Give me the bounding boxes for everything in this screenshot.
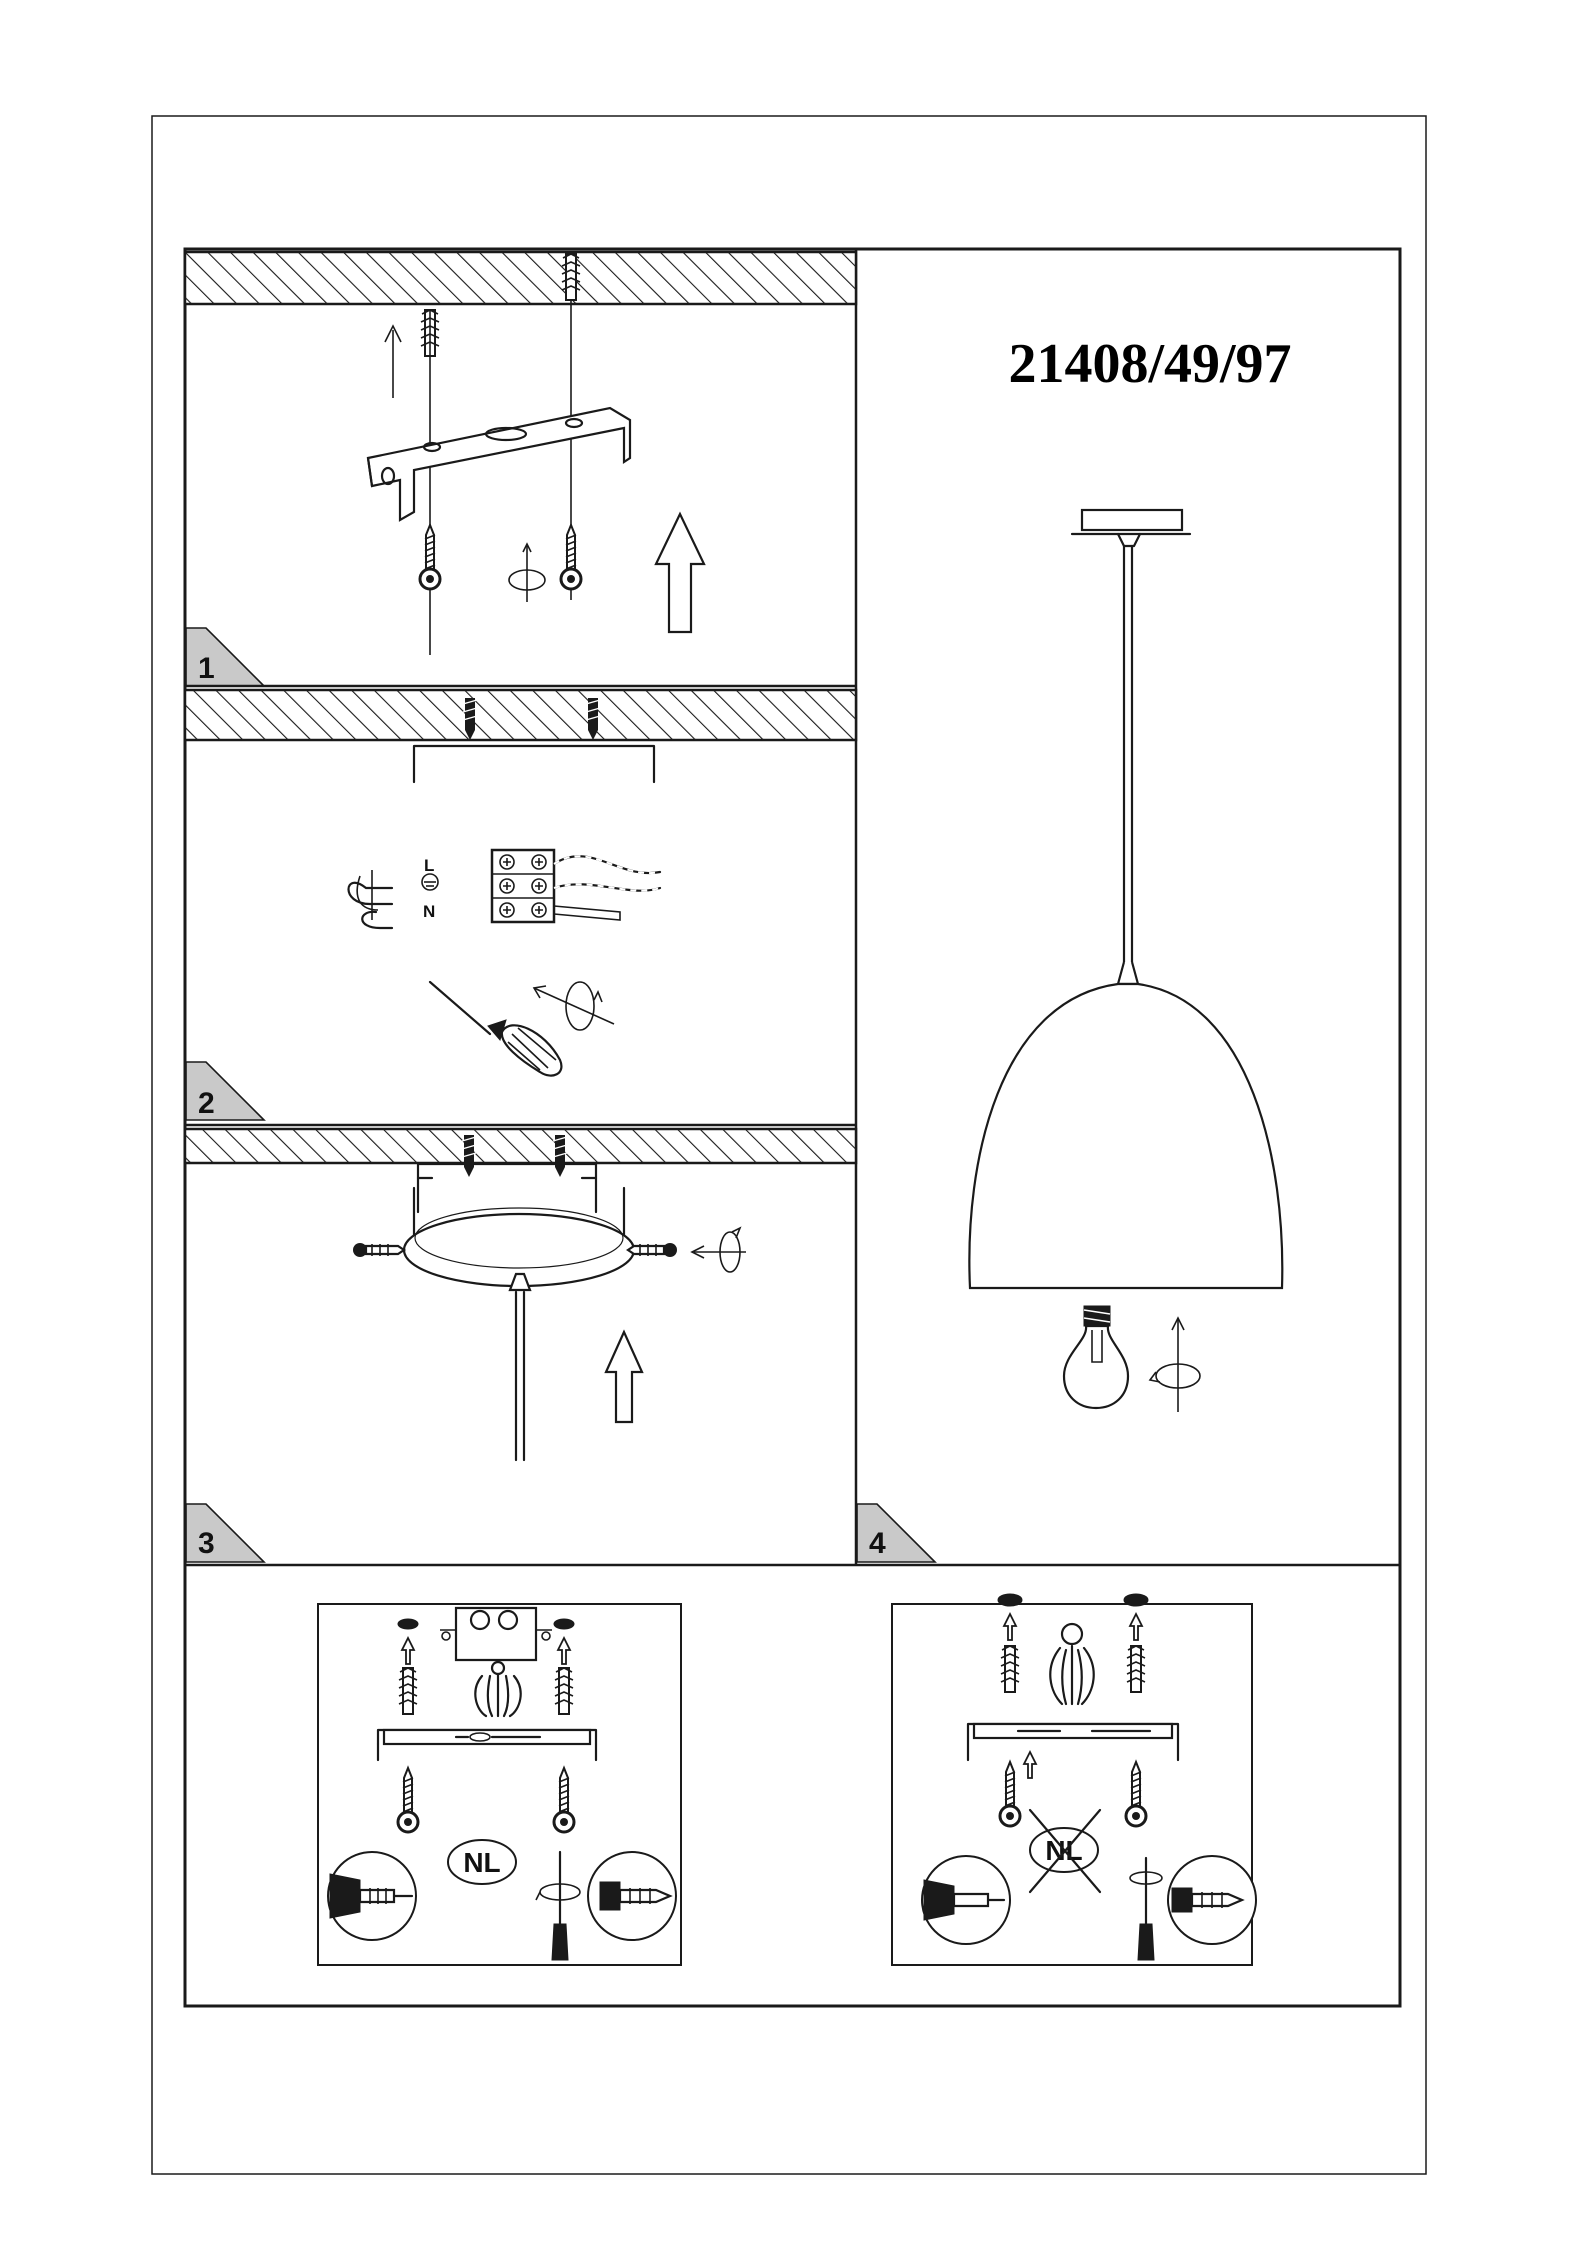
step-2-tab: 2 xyxy=(186,1062,264,1120)
step-1-number: 1 xyxy=(198,652,215,685)
mounting-bracket-icon xyxy=(414,746,654,782)
mounting-bracket-icon xyxy=(368,408,630,520)
pendant-lamp-icon xyxy=(969,510,1282,1288)
terminal-label-live: L xyxy=(424,856,434,875)
step-3-panel: 3 xyxy=(185,1125,856,1562)
arrow-up-icon xyxy=(656,514,704,632)
model-number: 21408/49/97 xyxy=(1008,333,1291,395)
rotate-icon xyxy=(509,544,545,602)
screw-icon xyxy=(462,1135,476,1177)
rotate-icon xyxy=(1150,1318,1200,1412)
ceiling-hatch xyxy=(185,690,856,740)
rotate-icon xyxy=(692,1228,746,1272)
step-1-panel: 1 xyxy=(185,252,856,686)
terminal-block-icon xyxy=(492,850,660,922)
step-2-number: 2 xyxy=(198,1087,215,1120)
ceiling-hatch xyxy=(185,252,856,304)
step-4-tab: 4 xyxy=(857,1504,935,1562)
arrow-up-icon xyxy=(606,1332,642,1422)
terminal-block-icon xyxy=(440,1608,552,1660)
arrow-up-icon xyxy=(385,326,401,398)
step-3-tab: 3 xyxy=(186,1504,264,1562)
earth-icon xyxy=(422,874,438,890)
drill-icon xyxy=(328,1852,416,1940)
screw-icon xyxy=(561,525,581,589)
ceiling-hatch xyxy=(185,1129,856,1163)
screw-icon xyxy=(628,1243,677,1257)
screw-detail-icon xyxy=(588,1852,676,1940)
screw-icon xyxy=(420,525,440,589)
screw-detail-icon xyxy=(1168,1856,1256,1944)
drill-icon xyxy=(922,1856,1010,1944)
step-1-tab: 1 xyxy=(186,628,264,686)
step-4-number: 4 xyxy=(869,1527,886,1560)
nl-badge: NL xyxy=(448,1840,516,1884)
mounting-detail-right: NL xyxy=(892,1594,1256,1965)
terminal-label-neutral: N xyxy=(423,902,435,921)
canopy-icon xyxy=(404,1188,634,1460)
step-4-panel: 21408/49/97 xyxy=(857,333,1292,1562)
cable-ends-icon xyxy=(349,870,393,928)
step-3-number: 3 xyxy=(198,1527,215,1560)
rotate-icon xyxy=(534,982,614,1030)
mounting-detail-left: NL xyxy=(318,1604,681,1965)
screw-icon xyxy=(353,1243,404,1257)
step-2-panel: L N xyxy=(185,686,856,1120)
screw-icon xyxy=(553,1135,567,1177)
screwdriver-icon xyxy=(430,982,561,1076)
light-bulb-icon xyxy=(1064,1306,1128,1408)
country-code: NL xyxy=(463,1847,500,1878)
